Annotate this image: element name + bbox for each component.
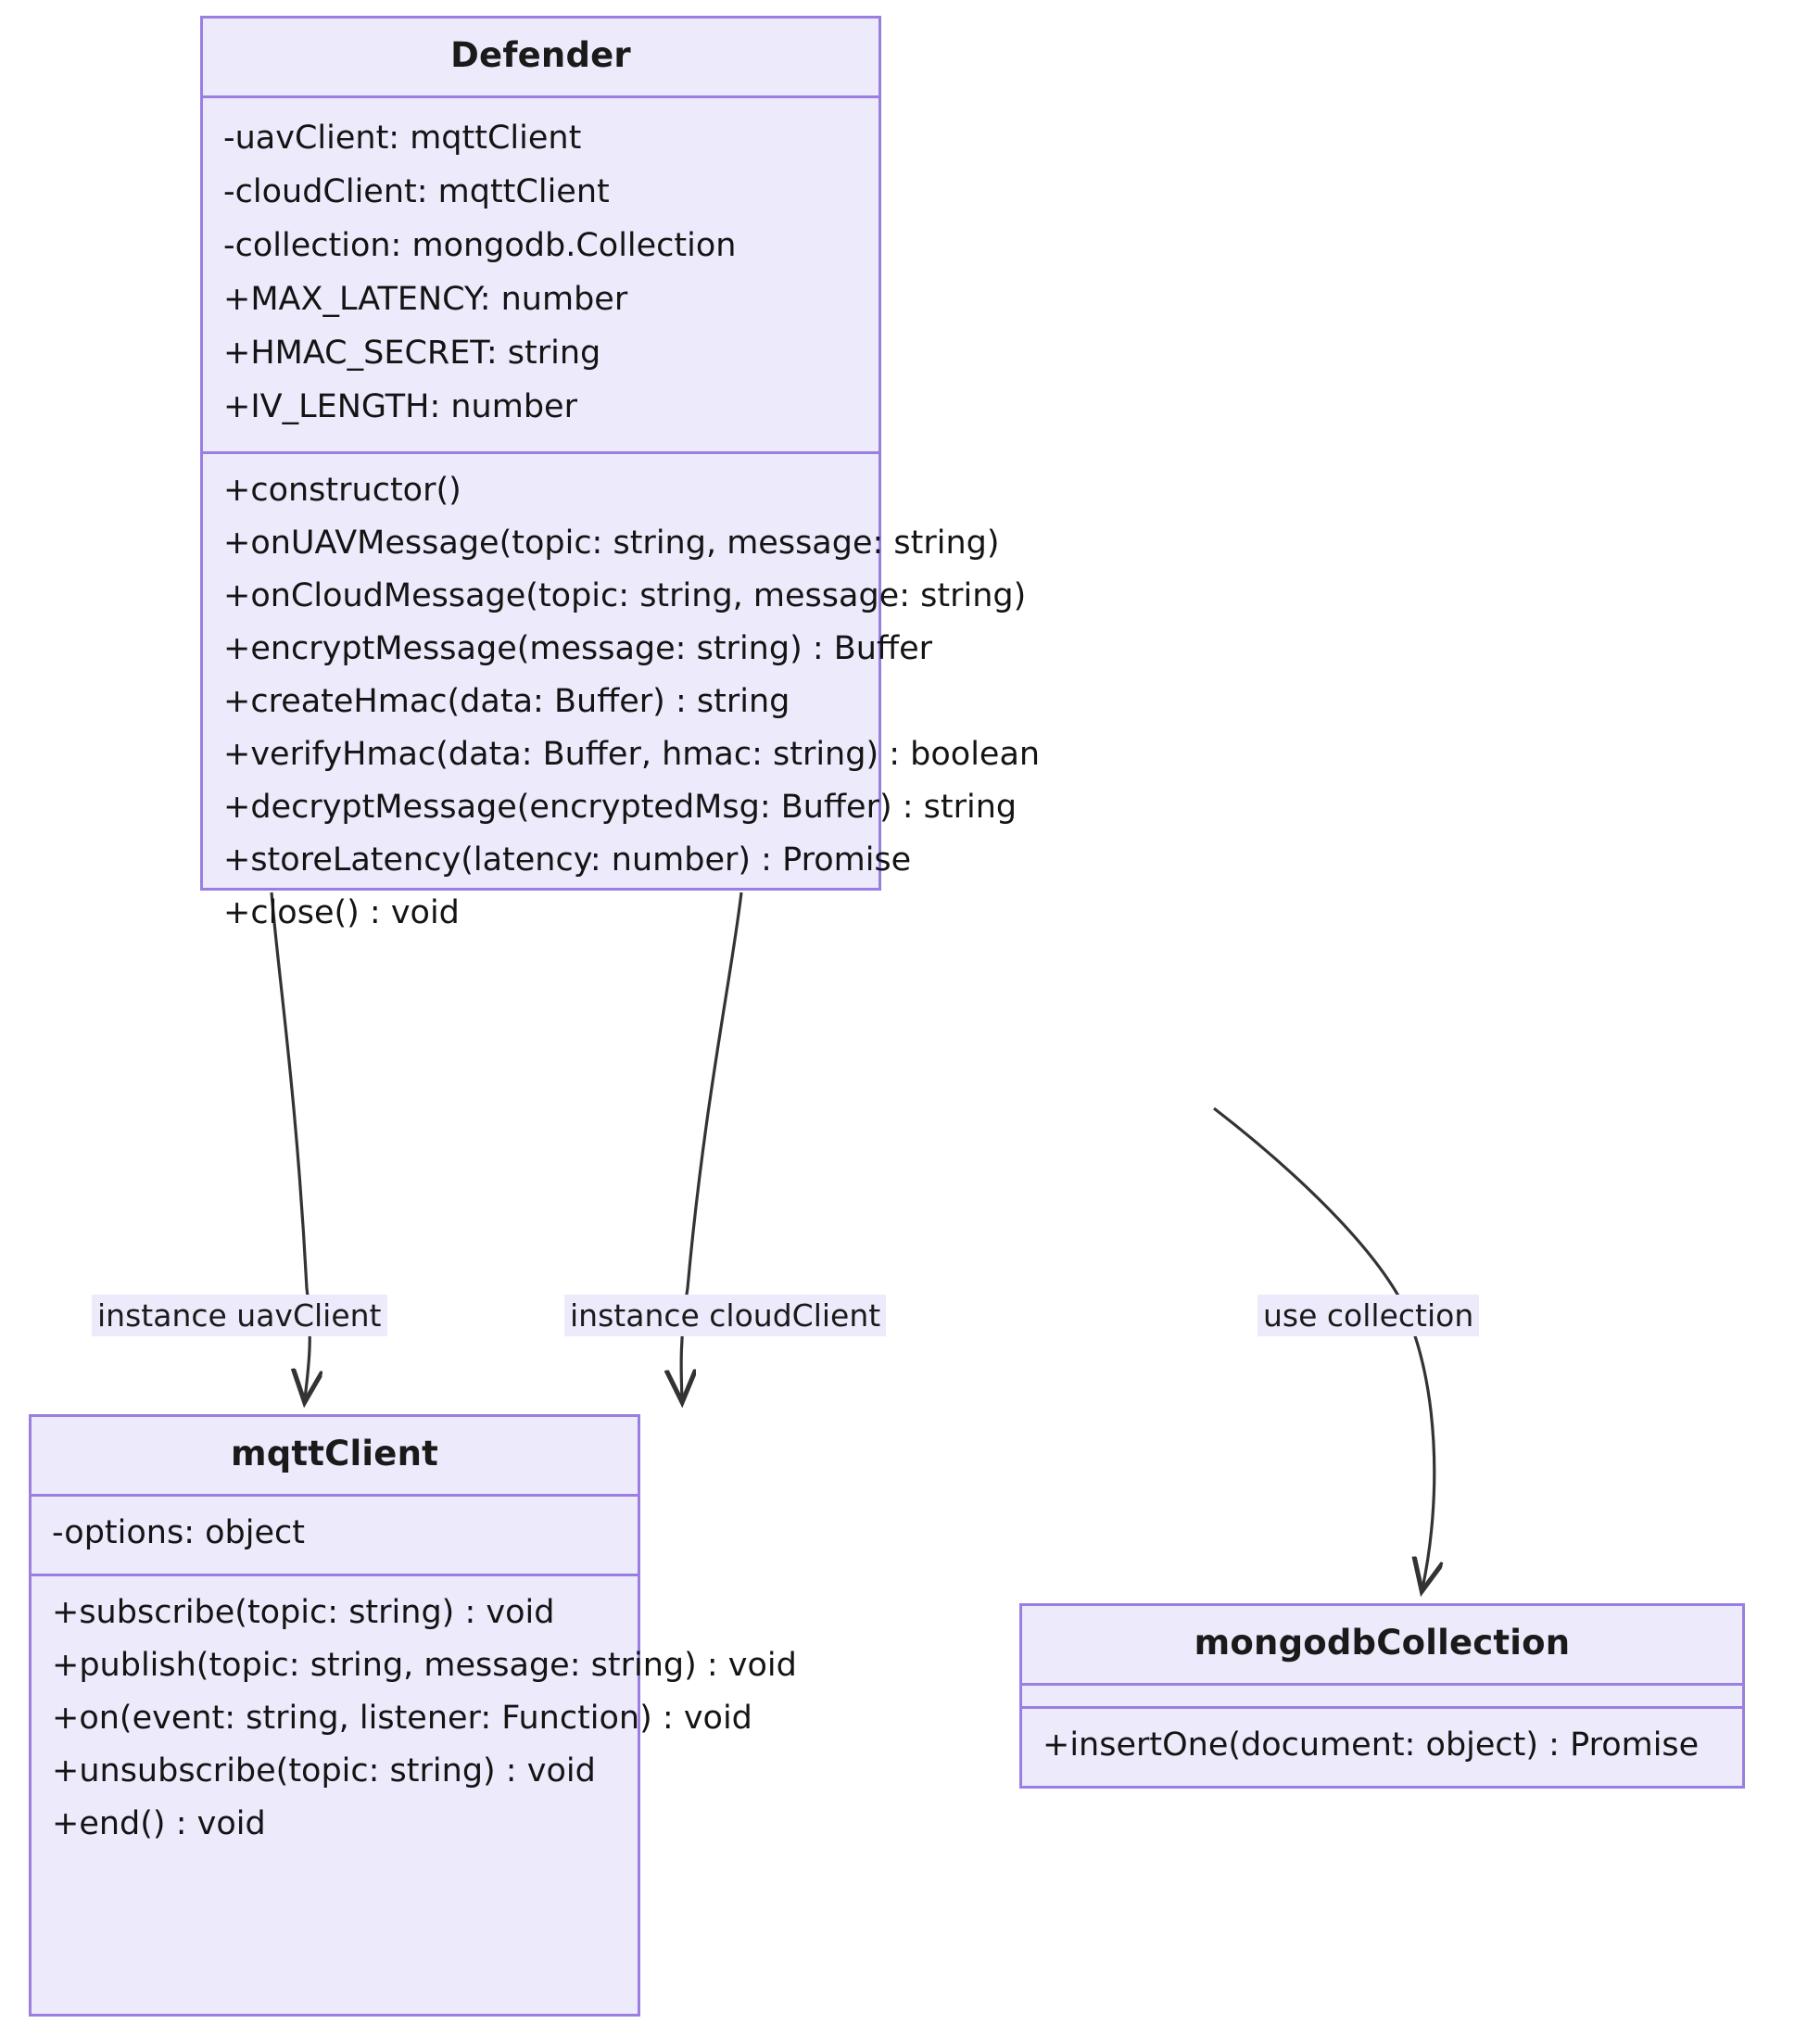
edge-defender-to-mongodbcollection: [1213, 1107, 1435, 1588]
class-method: +subscribe(topic: string) : void: [52, 1594, 555, 1631]
class-method: +storeLatency(latency: number) : Promise: [223, 841, 912, 879]
class-method: +unsubscribe(topic: string) : void: [52, 1752, 596, 1789]
class-divider: [203, 451, 878, 454]
edge-label-instance-uavclient: instance uavClient: [92, 1295, 387, 1337]
class-method: +createHmac(data: Buffer) : string: [223, 683, 790, 720]
class-attribute: +HMAC_SECRET: string: [223, 335, 601, 372]
class-method: +close() : void: [223, 894, 460, 931]
class-method: +verifyHmac(data: Buffer, hmac: string) …: [223, 736, 1041, 773]
class-method: +on(event: string, listener: Function) :…: [52, 1700, 752, 1737]
class-divider: [203, 95, 878, 98]
class-divider: [1022, 1683, 1742, 1686]
class-box-defender[interactable]: Defender -uavClient: mqttClient -cloudCl…: [200, 16, 1040, 929]
class-attribute: -cloudClient: mqttClient: [223, 173, 610, 210]
class-divider: [1022, 1706, 1742, 1709]
attribute-list-defender: -uavClient: mqttClient -cloudClient: mqt…: [203, 98, 878, 451]
method-list-mongodbcollection: +insertOne(document: object) : Promise: [1022, 1709, 1742, 1786]
class-method: +onUAVMessage(topic: string, message: st…: [223, 525, 1000, 562]
edge-label-instance-cloudclient: instance cloudClient: [564, 1295, 887, 1337]
class-attribute: -collection: mongodb.Collection: [223, 227, 737, 264]
class-attribute: +IV_LENGTH: number: [223, 388, 577, 425]
attribute-list-mqttclient: -options: object: [32, 1497, 638, 1574]
class-divider: [32, 1574, 638, 1576]
class-attribute: -uavClient: mqttClient: [223, 120, 582, 157]
class-method: +onCloudMessage(topic: string, message: …: [223, 577, 1027, 614]
class-box-mongodbcollection[interactable]: mongodbCollection +insertOne(document: o…: [1019, 1603, 1745, 1789]
class-box-mqttclient[interactable]: mqttClient -options: object +subscribe(t…: [29, 1414, 797, 2017]
attribute-list-mongodbcollection: [1022, 1686, 1742, 1706]
class-method: +constructor(): [223, 472, 461, 509]
class-method: +encryptMessage(message: string) : Buffe…: [223, 630, 932, 667]
class-title-mongodbcollection: mongodbCollection: [1194, 1623, 1571, 1663]
class-method: +insertOne(document: object) : Promise: [1043, 1726, 1700, 1764]
class-title-mqttclient: mqttClient: [230, 1434, 439, 1473]
class-divider: [32, 1494, 638, 1497]
edge-label-use-collection: use collection: [1258, 1295, 1480, 1337]
method-list-mqttclient: +subscribe(topic: string) : void +publis…: [32, 1576, 797, 1865]
class-attribute: +MAX_LATENCY: number: [223, 281, 628, 318]
class-title-defender: Defender: [450, 35, 631, 75]
class-method: +end() : void: [52, 1805, 266, 1842]
method-list-defender: +constructor() +onUAVMessage(topic: stri…: [203, 454, 1041, 954]
class-method: +publish(topic: string, message: string)…: [52, 1647, 797, 1684]
class-method: +decryptMessage(encryptedMsg: Buffer) : …: [223, 789, 1017, 826]
class-attribute: -options: object: [52, 1514, 305, 1551]
